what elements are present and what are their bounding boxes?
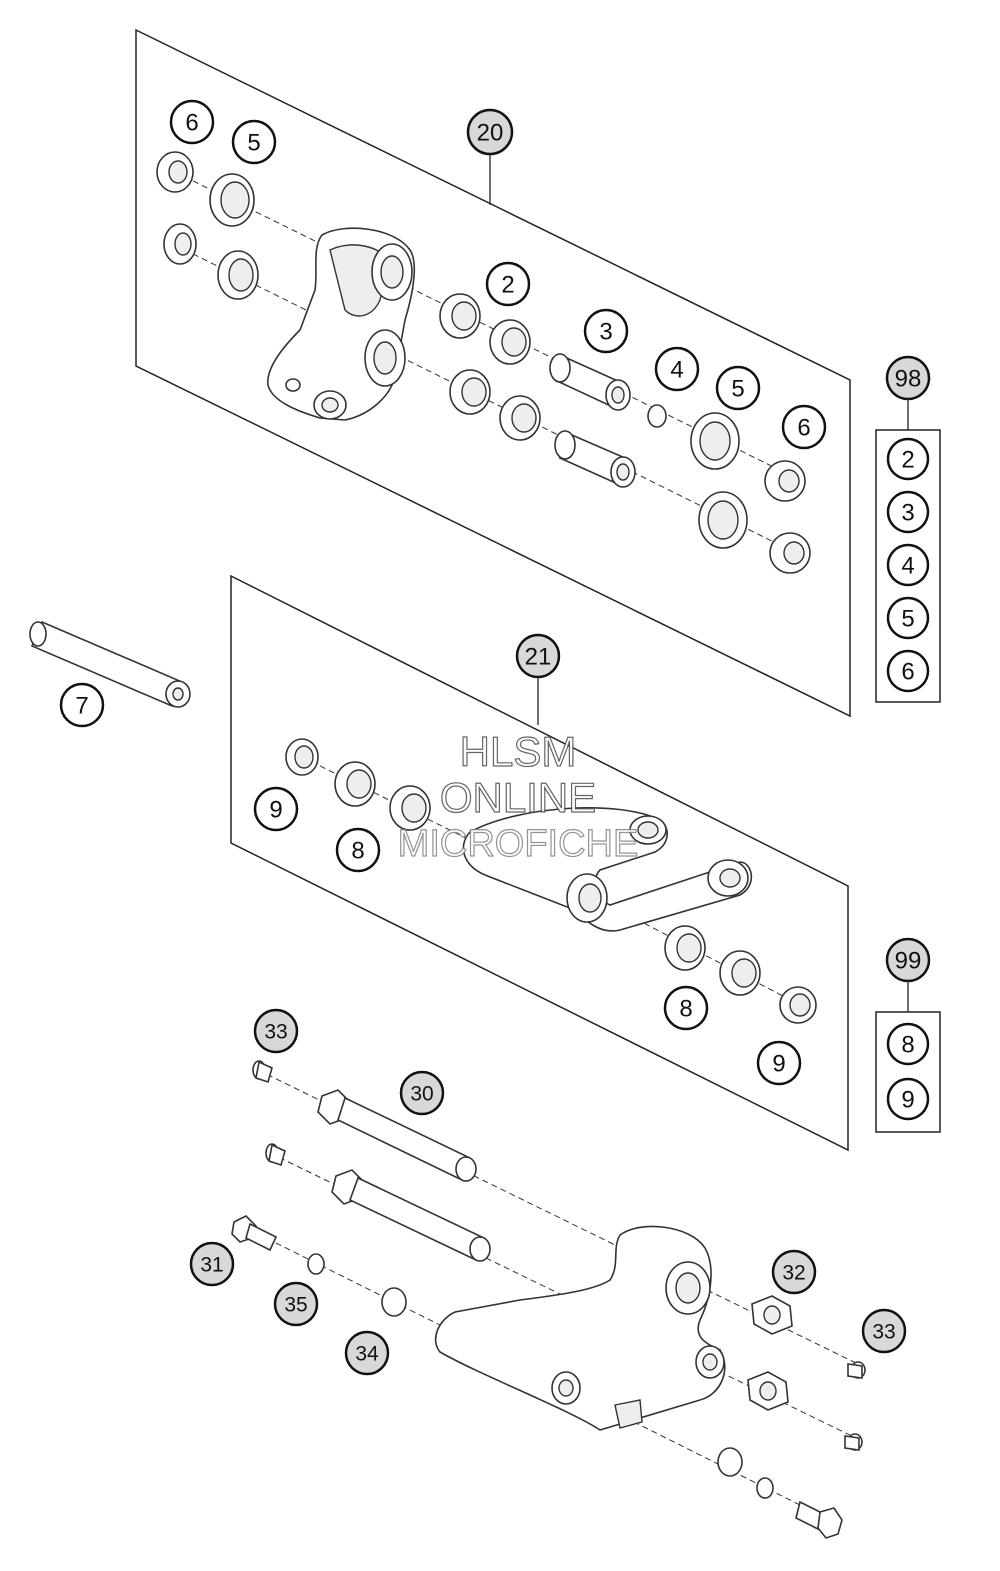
kit-item-label: 6 [901, 659, 914, 686]
kit-item[interactable]: 5 [886, 596, 930, 640]
callout-6[interactable]: 6 [169, 99, 215, 145]
kit-item[interactable]: 9 [886, 1077, 930, 1121]
callout-21[interactable]: 21 [515, 633, 561, 679]
bearing-part [217, 250, 259, 300]
watermark-line: HLSM [460, 728, 577, 775]
callout-3[interactable]: 3 [583, 308, 629, 354]
kit-item[interactable]: 2 [886, 437, 930, 481]
seal-part [156, 151, 194, 193]
pro-lever-part [267, 227, 416, 421]
seal-part [764, 460, 811, 574]
kit-item-label: 9 [901, 1087, 914, 1114]
callout-label: 20 [477, 120, 504, 147]
kit-item[interactable]: 4 [886, 543, 930, 587]
bushing-part [439, 293, 541, 441]
callout-2[interactable]: 2 [485, 261, 531, 307]
washer-part [307, 1253, 325, 1275]
callout-34[interactable]: 34 [344, 1330, 390, 1376]
kit-item[interactable]: 6 [886, 649, 930, 693]
callout-label: 98 [895, 366, 922, 393]
callout-label: 8 [679, 996, 692, 1023]
callout-6[interactable]: 6 [781, 404, 827, 450]
callout-label: 33 [872, 1321, 895, 1344]
callout-label: 32 [782, 1262, 805, 1285]
callout-label: 30 [410, 1083, 433, 1106]
callout-label: 34 [355, 1343, 379, 1366]
callout-label: 33 [264, 1021, 287, 1044]
callout-9[interactable]: 9 [253, 786, 299, 832]
axle-bolt-part [317, 1089, 491, 1262]
axis-line [301, 756, 471, 841]
callout-30[interactable]: 30 [399, 1070, 445, 1116]
callout-label: 3 [599, 319, 612, 346]
kit-99: 99 8 9 [875, 937, 941, 1133]
callout-98[interactable]: 98 [885, 355, 931, 401]
callout-label: 7 [75, 693, 88, 720]
callout-label: 99 [895, 948, 922, 975]
callout-label: 5 [247, 130, 260, 157]
washer-part [647, 404, 667, 428]
callout-5[interactable]: 5 [231, 119, 277, 165]
kit-item[interactable]: 8 [886, 1022, 930, 1066]
callout-label: 6 [185, 110, 198, 137]
washer-part [381, 1287, 407, 1317]
seal-part [163, 223, 197, 265]
bushing-part [334, 761, 761, 996]
callout-9[interactable]: 9 [756, 1040, 802, 1086]
callout-label: 35 [284, 1294, 307, 1317]
watermark-line: ONLINE [440, 774, 596, 821]
callout-4[interactable]: 4 [654, 346, 700, 392]
panel-lever-assembly [135, 28, 851, 718]
callout-label: 21 [525, 644, 552, 671]
sleeve-part [549, 353, 636, 488]
bolt-part [231, 1215, 278, 1252]
callout-label: 5 [731, 376, 744, 403]
bearing-part [690, 412, 748, 549]
callout-label: 31 [200, 1254, 223, 1277]
linkage-lever-part [462, 807, 753, 932]
kit-item[interactable]: 3 [886, 490, 930, 534]
bolt-part [252, 1060, 286, 1167]
watermark: HLSM ONLINE MICROFICHE [397, 727, 639, 865]
callout-99[interactable]: 99 [885, 937, 931, 983]
washer-part [717, 1447, 743, 1477]
panel-linkage-assembly [230, 574, 849, 1152]
pin-part [29, 620, 191, 708]
bearing-part [209, 173, 255, 227]
callout-35[interactable]: 35 [273, 1281, 319, 1327]
kit-item-label: 8 [901, 1032, 914, 1059]
kit-item-label: 4 [901, 553, 914, 580]
callout-label: 8 [351, 838, 364, 865]
callout-32[interactable]: 32 [771, 1249, 817, 1295]
callout-label: 4 [670, 357, 683, 384]
seal-part [285, 738, 817, 1024]
bolt-part [795, 1500, 843, 1539]
callout-8[interactable]: 8 [663, 985, 709, 1031]
bolt-part [844, 1361, 866, 1451]
kit-item-label: 5 [901, 606, 914, 633]
axis-line [174, 244, 801, 556]
nut-part [747, 1295, 793, 1411]
callout-20[interactable]: 20 [466, 108, 514, 156]
callout-label: 9 [269, 797, 282, 824]
washer-part [756, 1477, 774, 1499]
callout-label: 9 [772, 1051, 785, 1078]
watermark-line: MICROFICHE [398, 823, 639, 865]
callout-7[interactable]: 7 [59, 682, 105, 728]
callout-label: 6 [797, 415, 810, 442]
callout-8[interactable]: 8 [335, 827, 381, 873]
callout-5[interactable]: 5 [715, 365, 761, 411]
callout-33[interactable]: 33 [253, 1008, 299, 1054]
kit-item-label: 2 [901, 447, 914, 474]
kit-item-label: 3 [901, 500, 914, 527]
callout-33[interactable]: 33 [861, 1308, 907, 1354]
swingarm-lever-part [434, 1225, 726, 1431]
callout-31[interactable]: 31 [189, 1241, 235, 1287]
callout-label: 2 [501, 272, 514, 299]
kit-98: 98 2 3 4 5 6 [875, 355, 941, 703]
